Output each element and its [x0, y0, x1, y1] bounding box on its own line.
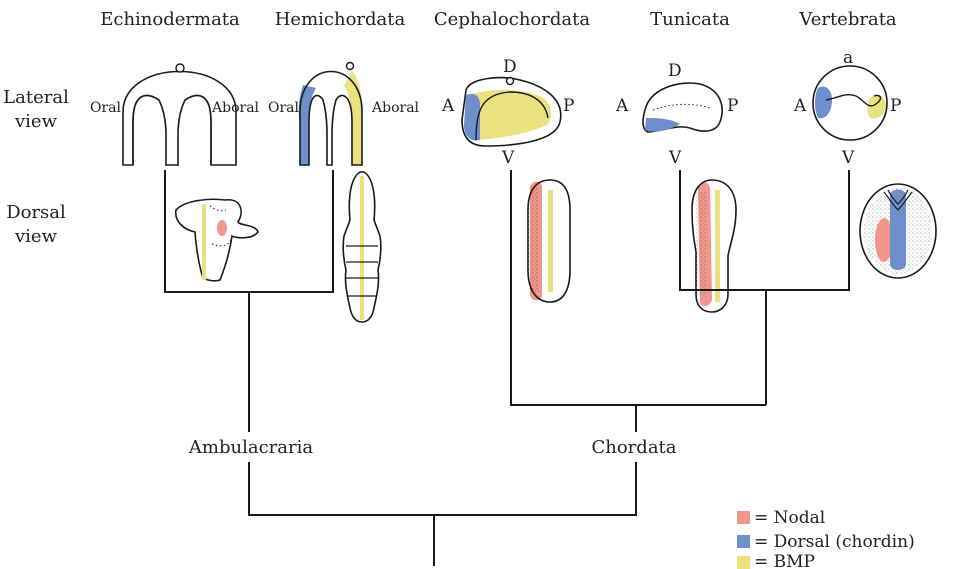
hemichordate-oral-label: Oral — [268, 100, 300, 116]
clade-chordata: Chordata — [591, 437, 676, 458]
legend: = Nodal = Dorsal (chordin) = BMP — [737, 508, 915, 569]
taxon-cephalochordata: Cephalochordata — [434, 9, 590, 30]
legend-swatch-nodal — [737, 511, 750, 524]
vertebrate-lateral-embryo — [813, 66, 887, 140]
vertebrate-a-label: A — [793, 96, 807, 116]
cephalochordate-a-label: A — [441, 96, 455, 116]
cephalochordate-d-label: D — [503, 57, 517, 77]
hemichordate-dorsal-embryo — [343, 172, 381, 322]
taxon-echinodermata: Echinodermata — [100, 9, 240, 30]
legend-label-bmp: = BMP — [754, 552, 815, 569]
row-label-dorsal-view: view — [14, 226, 58, 247]
vertebrate-dorsal-embryo — [860, 184, 936, 278]
phylogeny-tree — [165, 170, 849, 566]
tunicate-d-label: D — [668, 61, 682, 81]
tunicate-dorsal-embryo — [692, 180, 736, 312]
hemichordate-lateral-embryo — [299, 63, 362, 166]
cephalochordate-p-label: P — [563, 96, 574, 116]
row-label-lateral-view: view — [14, 111, 58, 132]
tunicate-v-label: V — [668, 148, 682, 168]
tunicate-lateral-embryo — [643, 83, 722, 132]
cephalochordate-v-label: V — [501, 148, 515, 168]
taxon-vertebrata: Vertebrata — [798, 9, 897, 30]
row-label-dorsal: Dorsal — [6, 202, 66, 223]
vertebrate-v-label: V — [841, 148, 855, 168]
clade-ambulacraria: Ambulacraria — [188, 437, 313, 458]
tunicate-a-label: A — [615, 96, 629, 116]
echinoderm-aboral-label: Aboral — [211, 100, 260, 116]
legend-swatch-dorsal — [737, 535, 750, 548]
taxon-tunicata: Tunicata — [650, 9, 730, 30]
row-label-lateral: Lateral — [3, 87, 69, 108]
legend-label-dorsal: = Dorsal (chordin) — [754, 532, 915, 552]
legend-label-nodal: = Nodal — [754, 508, 825, 528]
vertebrate-a-lower-label: a — [843, 48, 853, 68]
cephalochordate-dorsal-embryo — [528, 180, 570, 302]
hemichordate-aboral-label: Aboral — [371, 100, 420, 116]
echinoderm-oral-label: Oral — [90, 100, 122, 116]
echinoderm-dorsal-embryo — [176, 199, 258, 281]
taxon-hemichordata: Hemichordata — [275, 9, 406, 30]
legend-swatch-bmp — [737, 556, 750, 569]
vertebrate-p-label: P — [890, 96, 901, 116]
cephalochordate-lateral-embryo — [462, 78, 561, 147]
tunicate-p-label: P — [727, 96, 738, 116]
